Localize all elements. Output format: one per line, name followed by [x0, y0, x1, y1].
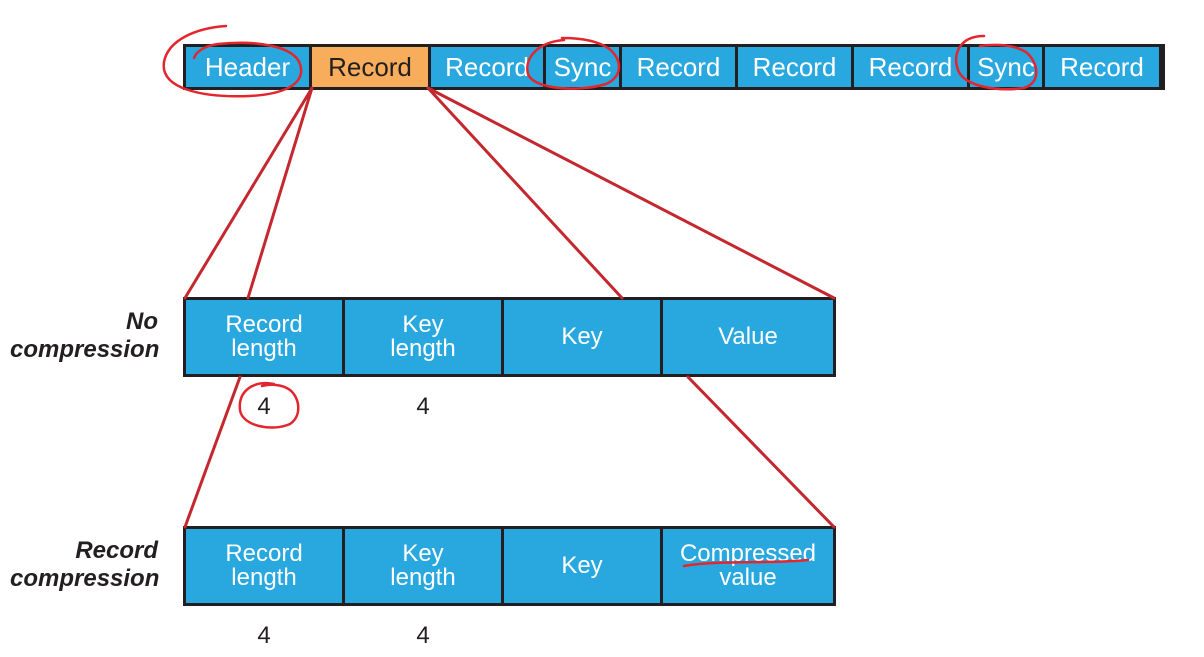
record-length-line1: Record — [225, 310, 303, 338]
key-label: Key — [561, 551, 603, 579]
header-cell-label: Header — [204, 51, 291, 82]
no-compression-label: No compression — [10, 308, 160, 363]
key-length-line1: Key — [402, 539, 444, 567]
compressed-value-cell: Compressed value — [663, 529, 833, 603]
sync-cell-label: Sync — [553, 51, 612, 82]
record-length-size: 4 — [257, 393, 271, 420]
record-length-line2: length — [231, 564, 297, 591]
record-compression-label: Record compression — [10, 537, 160, 592]
key-label: Key — [561, 322, 603, 350]
record-compression-record: Record length Key length Key Compressed … — [183, 526, 836, 606]
record-length-cell: Record length — [186, 529, 342, 603]
no-compression-record: Record length Key length Key Value — [183, 297, 836, 377]
record-cell-label: Record — [445, 51, 529, 82]
key-cell: Key — [504, 300, 660, 374]
sync-cell-label: Sync — [977, 51, 1035, 82]
connector-line — [183, 375, 242, 529]
record-length-line2: length — [231, 335, 297, 362]
record-cell-highlighted: Record — [312, 47, 428, 87]
key-length-line2: length — [390, 335, 456, 362]
compressed-value-line2: value — [719, 564, 777, 591]
record-compression-label-line2: compression — [10, 564, 160, 592]
record-cell: Record — [1045, 47, 1159, 87]
connector-line — [426, 86, 624, 300]
header-cell: Header — [186, 47, 309, 87]
key-length-size: 4 — [416, 393, 430, 420]
connector-line — [426, 86, 836, 300]
value-label: Value — [718, 322, 778, 350]
key-length-line1: Key — [402, 310, 444, 338]
no-compression-label-line2: compression — [10, 335, 160, 363]
key-length-size: 4 — [416, 622, 430, 649]
key-length-cell: Key length — [345, 300, 501, 374]
record-length-cell: Record length — [186, 300, 342, 374]
sync-cell: Sync — [546, 47, 619, 87]
key-length-line2: length — [390, 564, 456, 591]
record-cell-label: Record — [1060, 51, 1144, 82]
record-cell-label: Record — [328, 51, 412, 82]
record-length-line1: Record — [225, 539, 303, 567]
record-cell: Record — [738, 47, 851, 87]
connector-line — [246, 86, 314, 300]
record-cell-label: Record — [752, 51, 837, 82]
value-cell: Value — [663, 300, 833, 374]
record-compression-label-line1: Record — [75, 537, 158, 564]
no-compression-label-line1: No — [126, 308, 158, 335]
sync-cell: Sync — [970, 47, 1042, 87]
connector-line — [183, 86, 314, 300]
file-strip: Header Record Record Sync Record Record … — [183, 44, 1165, 90]
compressed-value-line1: Compressed — [679, 539, 817, 567]
key-cell: Key — [504, 529, 660, 603]
record-cell: Record — [622, 47, 735, 87]
connector-line — [686, 375, 836, 529]
record-cell-label: Record — [636, 51, 721, 82]
record-length-size: 4 — [257, 622, 271, 649]
record-cell: Record — [431, 47, 543, 87]
record-cell: Record — [854, 47, 967, 87]
key-length-cell: Key length — [345, 529, 501, 603]
record-cell-label: Record — [868, 51, 953, 82]
